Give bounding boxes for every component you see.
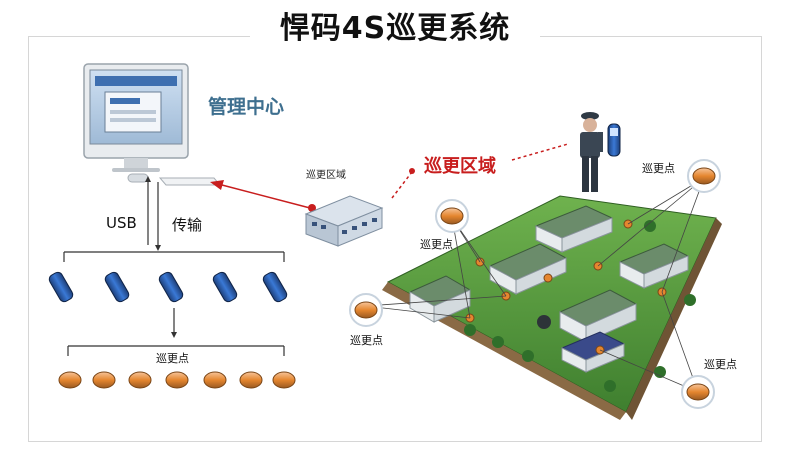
checkpoint-group-bracket bbox=[67, 345, 285, 356]
patrol-region-label: 巡更区域 bbox=[424, 156, 496, 177]
large-checkpoint-icon bbox=[687, 159, 721, 193]
large-checkpoint-icon bbox=[349, 293, 383, 327]
checkpoint-label-bottom-row: 巡更点 bbox=[156, 352, 189, 365]
reader-group-bracket bbox=[63, 251, 285, 262]
reader-icon bbox=[212, 271, 238, 303]
handheld-reader-icon bbox=[607, 123, 621, 157]
reader-icon bbox=[48, 271, 74, 303]
checkpoint-icon bbox=[272, 371, 296, 389]
checkpoint-icon bbox=[239, 371, 263, 389]
region-building-icon bbox=[304, 195, 384, 247]
campus-building bbox=[534, 205, 614, 253]
campus-building bbox=[560, 331, 626, 373]
region-connector-dotted bbox=[391, 171, 413, 199]
campus-area-illustration bbox=[382, 195, 722, 420]
management-center-label: 管理中心 bbox=[208, 96, 285, 118]
checkpoint-icon bbox=[92, 371, 116, 389]
checkpoint-label-bottom-right: 巡更点 bbox=[704, 358, 737, 371]
reader-icon bbox=[262, 271, 288, 303]
transfer-label: 传输 bbox=[172, 216, 203, 234]
reader-icon bbox=[158, 271, 184, 303]
region-building-label: 巡更区域 bbox=[306, 170, 346, 181]
security-guard-icon bbox=[580, 112, 603, 192]
checkpoint-icon bbox=[203, 371, 227, 389]
large-checkpoint-icon bbox=[435, 199, 469, 233]
campus-building bbox=[488, 243, 568, 295]
campus-building bbox=[618, 243, 690, 289]
checkpoint-icon bbox=[58, 371, 82, 389]
guard-connector-dotted bbox=[511, 143, 569, 161]
checkpoint-label-top-right: 巡更点 bbox=[642, 162, 675, 175]
page-title: 悍码4S巡更系统 bbox=[250, 6, 540, 52]
reader-to-checkpoint-arrow bbox=[171, 308, 177, 338]
checkpoint-icon bbox=[165, 371, 189, 389]
computer-monitor-icon bbox=[83, 63, 222, 186]
large-checkpoint-icon bbox=[681, 375, 715, 409]
reader-icon bbox=[104, 271, 130, 303]
usb-transfer-arrows bbox=[145, 176, 161, 251]
checkpoint-label-middle-left: 巡更点 bbox=[350, 334, 383, 347]
region-connector-dot bbox=[409, 168, 415, 174]
building-to-center-arrow bbox=[210, 180, 316, 212]
usb-label: USB bbox=[106, 214, 137, 232]
checkpoint-label-top-left: 巡更点 bbox=[420, 238, 453, 251]
checkpoint-icon bbox=[128, 371, 152, 389]
